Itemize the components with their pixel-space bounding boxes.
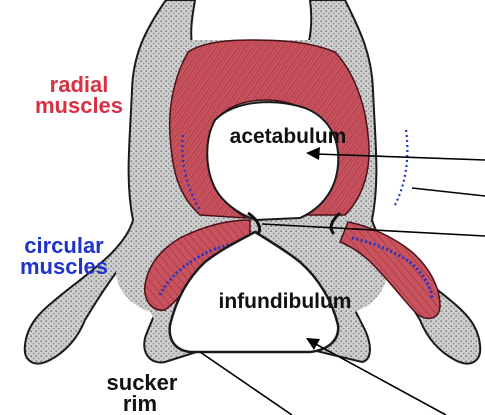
- infundibulum-label: infundibulum: [219, 290, 352, 313]
- acetabulum-cavity: [207, 102, 338, 220]
- radial-muscles-label-line2: muscles: [35, 93, 123, 118]
- sucker-rim-label-line2: rim: [123, 391, 157, 415]
- acetabulum-label: acetabulum: [230, 125, 347, 148]
- circular-muscles-label-line2: muscles: [20, 254, 108, 279]
